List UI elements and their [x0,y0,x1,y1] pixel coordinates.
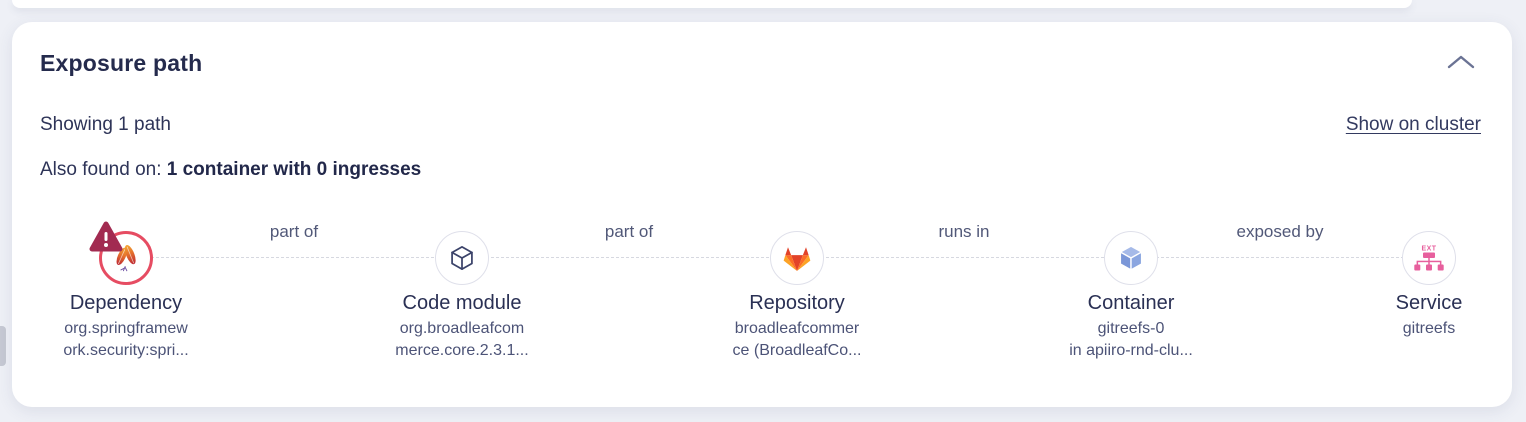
node-type-label: Dependency [69,292,183,314]
node-subtitle-line: gitreefs-0 [1097,320,1165,337]
dependency-node-circle[interactable] [89,221,153,285]
also-found-text: Also found on: 1 container with 0 ingres… [40,159,421,181]
path-node-dependency: Dependency org.springframew ork.security… [16,208,236,362]
gitlab-icon [783,246,811,271]
path-node-repository: Repository broadleafcommer ce (Broadleaf… [687,208,907,362]
node-subtitle: org.springframew ork.security:spri... [16,318,236,362]
also-found-prefix: Also found on: [40,159,162,180]
node-subtitle-line: broadleafcommer [734,320,860,337]
chevron-up-icon [1447,55,1475,69]
node-subtitle-line: org.springframew [64,320,188,337]
scrollbar-thumb[interactable] [0,326,6,366]
node-type-label: Code module [402,292,522,314]
node-subtitle-line: merce.core.2.3.1... [395,342,529,359]
service-node-circle[interactable]: EXT [1402,231,1456,285]
edge-label: exposed by [1236,222,1324,241]
node-subtitle-line: ork.security:spri... [63,342,189,359]
node-subtitle-line: ce (BroadleafCo... [732,342,862,359]
path-node-container: Container gitreefs-0 in apiiro-rnd-clu..… [1021,208,1241,362]
show-on-cluster-link[interactable]: Show on cluster [1345,114,1481,135]
edge-label: part of [604,222,654,241]
collapse-button[interactable] [1446,54,1476,72]
showing-paths-text: Showing 1 path [40,114,171,135]
node-subtitle-line: gitreefs [1402,320,1456,337]
page-title: Exposure path [40,50,203,76]
container-cube-icon [1119,245,1143,271]
node-subtitle: broadleafcommer ce (BroadleafCo... [687,318,907,362]
container-node-circle[interactable] [1104,231,1158,285]
exposure-path-diagram: part of part of runs in exposed by [12,208,1512,398]
cube-outline-icon [451,246,473,270]
node-subtitle: gitreefs-0 in apiiro-rnd-clu... [1021,318,1241,362]
exposure-path-card: Exposure path Showing 1 path Show on clu… [12,22,1512,407]
warning-icon [89,221,123,253]
node-subtitle-line: org.broadleafcom [399,320,525,337]
node-subtitle: gitreefs [1319,318,1526,340]
node-subtitle: org.broadleafcom merce.core.2.3.1... [352,318,572,362]
node-type-label: Container [1087,292,1175,314]
node-subtitle-line: in apiiro-rnd-clu... [1069,342,1193,359]
edge-label: part of [269,222,319,241]
path-node-service: EXT Service gitreefs [1319,208,1526,340]
path-node-code-module: Code module org.broadleafcom merce.core.… [352,208,572,362]
repository-node-circle[interactable] [770,231,824,285]
apache-feathers-icon [116,245,136,272]
node-type-label: Repository [749,292,845,314]
svg-text:EXT: EXT [1421,246,1436,253]
node-type-label: Service [1395,292,1463,314]
previous-card-edge [12,0,1412,8]
external-service-icon: EXT [1414,246,1444,271]
also-found-value: 1 container with 0 ingresses [166,159,422,180]
code-module-node-circle[interactable] [435,231,489,285]
edge-label: runs in [938,222,990,241]
